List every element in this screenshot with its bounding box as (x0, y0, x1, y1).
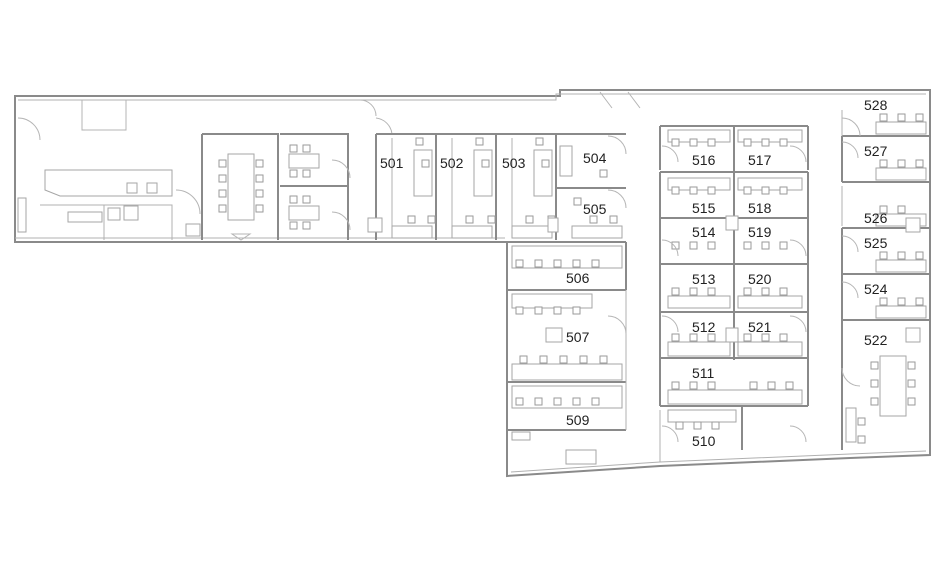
room-label-517: 517 (748, 152, 772, 168)
room-label-514: 514 (692, 224, 716, 240)
room-label-502: 502 (440, 155, 464, 171)
room-label-506: 506 (566, 270, 590, 286)
room-label-518: 518 (748, 200, 772, 216)
central-block (659, 125, 809, 462)
room-label-515: 515 (692, 200, 716, 216)
room-label-516: 516 (692, 152, 716, 168)
room-label-519: 519 (748, 224, 772, 240)
room-label-525: 525 (864, 235, 888, 251)
room-label-509: 509 (566, 412, 590, 428)
room-label-526: 526 (864, 210, 888, 226)
building-shell (14, 89, 931, 478)
conference-chairs (218, 159, 264, 213)
room-label-505: 505 (583, 201, 607, 217)
north-offices (367, 133, 627, 240)
room-label-507: 507 (566, 329, 590, 345)
room-label-520: 520 (748, 271, 772, 287)
room-label-503: 503 (502, 155, 526, 171)
room-label-504: 504 (583, 150, 607, 166)
room-label-527: 527 (864, 143, 888, 159)
room-label-521: 521 (748, 319, 772, 335)
east-column (599, 91, 930, 450)
room-label-511: 511 (692, 365, 715, 381)
room-label-513: 513 (692, 271, 716, 287)
room-label-522: 522 (864, 332, 888, 348)
room-label-501: 501 (380, 155, 404, 171)
room-label-512: 512 (692, 319, 716, 335)
room-label-528: 528 (864, 97, 888, 113)
room-label-524: 524 (864, 281, 888, 297)
west-column (507, 241, 627, 465)
room-labels: 501 502 503 504 505 506 507 509 510 511 … (380, 97, 888, 449)
room-label-510: 510 (692, 433, 716, 449)
west-wing (17, 99, 393, 241)
